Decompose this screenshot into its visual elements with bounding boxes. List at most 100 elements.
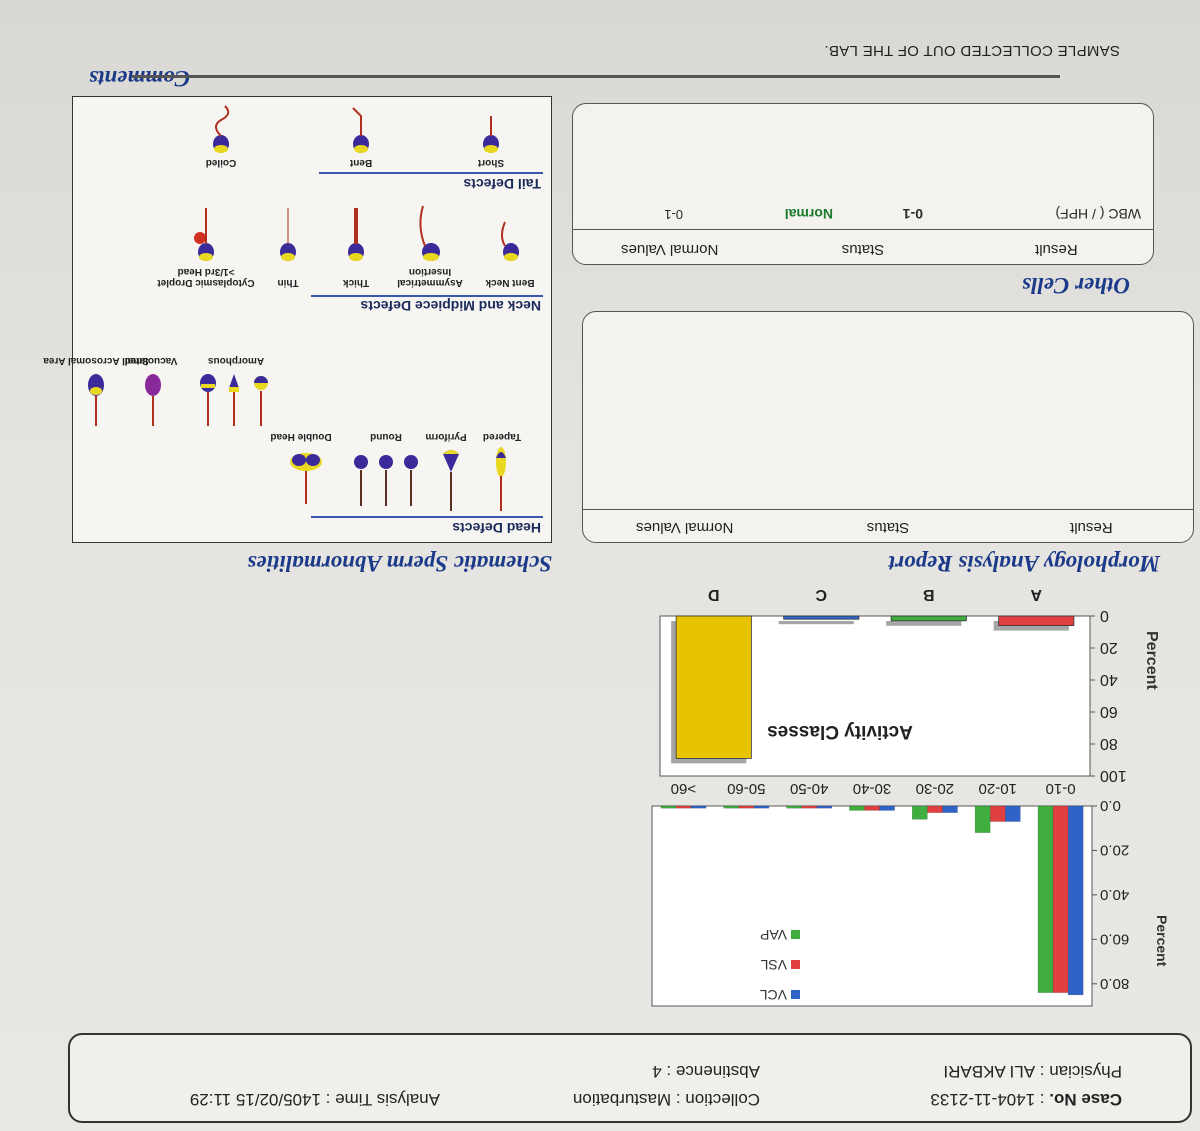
activity-xtick-label: C <box>815 586 827 603</box>
velocity-bar-vcl <box>1067 805 1084 996</box>
head-defects-figures <box>88 374 506 511</box>
abstinence: Abstinence : 4 <box>652 1062 760 1081</box>
physician: Physician : ALI AKBARI <box>943 1062 1122 1081</box>
cytoplasmic-droplet-sperm-icon <box>194 208 214 261</box>
coiled-tail-sperm-icon <box>213 105 230 153</box>
velocity-ytick-label: 20.0 <box>1100 841 1129 858</box>
caption-amorphous: Amorphous <box>207 355 265 366</box>
bent-tail-sperm-icon <box>352 107 369 153</box>
collection: Collection : Masturbation <box>572 1090 760 1109</box>
round-sperm-icon-2 <box>379 455 393 506</box>
activity-bar-b <box>890 615 967 622</box>
activity-bar-depth <box>886 621 962 626</box>
velocity-xtick-label: 0-10 <box>1046 780 1076 797</box>
schematic-title: Schematic Sperm Abnormalities <box>247 551 552 576</box>
activity-ytick-label: 100 <box>1100 767 1127 784</box>
activity-ytick-label: 60 <box>1100 703 1118 720</box>
velocity-xtick-label: 50-60 <box>727 780 765 797</box>
bent-neck-sperm-icon <box>501 221 519 261</box>
neck-defects-figures <box>194 205 519 261</box>
caption-thick: Thick <box>342 277 370 288</box>
round-sperm-icon-1 <box>404 455 418 506</box>
comments-title: Comments <box>89 66 190 91</box>
pyriform-sperm-icon <box>443 450 459 511</box>
schematic-box: Head Defects Tapered Pyriform Round Doub… <box>43 96 552 543</box>
morphology-col-status: Status <box>866 519 910 536</box>
wbc-normal: 0-1 <box>664 207 683 222</box>
velocity-bar-vsl <box>989 805 1006 822</box>
short-tail-sperm-icon <box>483 116 499 153</box>
morphology-table-header: Result Status Normal Values <box>583 509 1193 542</box>
neck-defects-line <box>311 295 543 297</box>
amorphous-sperm-icon-2 <box>229 374 239 426</box>
tail-defects-line <box>319 172 543 174</box>
activity-xtick-label: A <box>1030 586 1042 603</box>
other-cells-header: Result Status Normal Values <box>573 229 1153 264</box>
small-acrosome-sperm-icon <box>88 374 104 426</box>
activity-ytick-label: 20 <box>1100 639 1118 656</box>
caption-asymmetrical: Asymmetrical Insertion <box>397 266 463 288</box>
activity-chart-title: Activity Classes <box>767 721 913 742</box>
wbc-name: WBC ( / HPF) <box>1055 206 1141 222</box>
velocity-plot-area <box>651 805 1093 1007</box>
activity-xtick-label: B <box>923 586 935 603</box>
thin-sperm-icon <box>280 208 296 261</box>
morphology-table: Result Status Normal Values <box>582 311 1194 543</box>
velocity-bar-vsl <box>675 805 692 809</box>
analysis-time: Analysis Time : 1405/02/15 11:29 <box>189 1090 440 1109</box>
morphology-col-result: Result <box>1070 519 1113 536</box>
activity-ytick-label: 80 <box>1100 735 1118 752</box>
velocity-ytick-label: 40.0 <box>1100 886 1129 903</box>
other-col-normal: Normal Values <box>621 241 719 258</box>
comments-text: SAMPLE COLLECTED OUT OF THE LAB. <box>824 42 1120 59</box>
morphology-title: Morphology Analysis Report <box>888 551 1160 576</box>
caption-double-head: Double Head <box>270 431 332 442</box>
activity-bar-depth <box>778 621 854 625</box>
velocity-bar-vsl <box>738 805 755 809</box>
velocity-ytick-label: 80.0 <box>1100 975 1129 992</box>
head-defects-title: Head Defects <box>452 520 541 536</box>
velocity-bar-vsl <box>1052 805 1069 993</box>
velocity-bar-vap <box>660 805 677 809</box>
caption-bent-neck: Bent Neck <box>485 277 535 288</box>
morphology-col-normal: Normal Values <box>636 519 734 536</box>
vacuolated-sperm-icon <box>145 374 161 426</box>
round-sperm-icon-3 <box>354 455 368 506</box>
velocity-bar-vsl <box>801 805 817 809</box>
velocity-bar-vcl <box>1005 805 1021 822</box>
velocity-xtick-label: 10-20 <box>979 780 1017 797</box>
velocity-legend: VCL VSL VAP <box>760 927 800 1003</box>
wbc-result: 0-1 <box>902 206 923 222</box>
activity-xtick-label: D <box>708 586 720 603</box>
velocity-bar-vap <box>1037 805 1054 993</box>
amorphous-sperm-icon-1 <box>254 376 268 426</box>
velocity-ytick-label: 0.0 <box>1100 797 1121 814</box>
caption-bent: Bent <box>349 157 373 168</box>
caption-coiled: Coiled <box>205 157 237 168</box>
activity-bar-a <box>998 615 1075 627</box>
velocity-xtick-label: >60 <box>671 780 696 797</box>
velocity-bar-vap <box>849 805 865 811</box>
wbc-status: Normal <box>784 206 833 222</box>
amorphous-sperm-icon-3 <box>200 374 216 426</box>
velocity-bar-vap <box>974 805 991 833</box>
velocity-bar-vsl <box>864 805 880 811</box>
velocity-xtick-label: 20-30 <box>916 780 954 797</box>
activity-bar-d <box>675 615 752 759</box>
activity-chart-ylabel: Percent <box>1143 631 1160 690</box>
velocity-ytick-label: 60.0 <box>1100 930 1129 947</box>
thick-sperm-icon <box>348 208 364 261</box>
other-col-result: Result <box>1035 241 1078 258</box>
other-cells-title: Other Cells <box>1022 273 1130 298</box>
legend-vcl: VCL <box>760 987 800 1003</box>
activity-ytick-label: 0 <box>1100 607 1109 624</box>
caption-thin: Thin <box>277 277 299 288</box>
velocity-bar-vcl <box>690 805 707 809</box>
velocity-bar-vcl <box>942 805 958 813</box>
velocity-bar-vcl <box>753 805 770 809</box>
double-head-sperm-icon <box>290 453 322 504</box>
caption-round: Round <box>370 431 402 442</box>
head-defects-line <box>311 516 543 518</box>
activity-bar-c <box>783 615 860 620</box>
